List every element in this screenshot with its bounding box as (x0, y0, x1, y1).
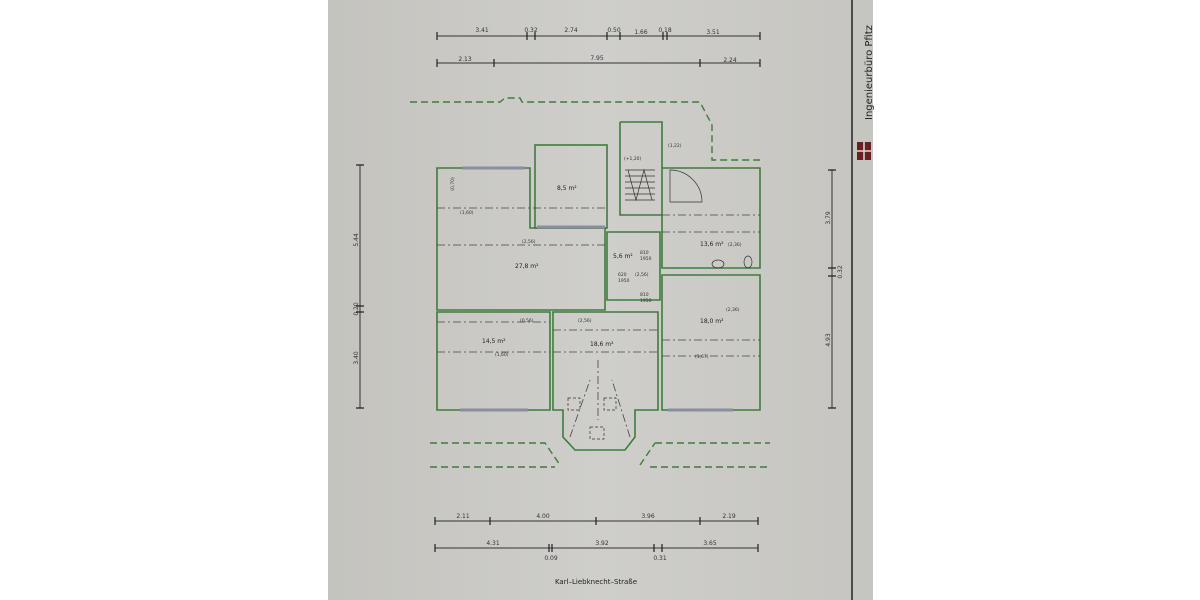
svg-text:3.40: 3.40 (353, 351, 360, 365)
svg-text:3.96: 3.96 (641, 513, 655, 520)
svg-text:(1,67): (1,67) (695, 354, 709, 360)
svg-text:0.09: 0.09 (544, 555, 558, 562)
svg-text:(1,22): (1,22) (668, 143, 682, 149)
room-area-storage: 8,5 m² (557, 185, 577, 192)
height-label-c: (0,70) (450, 177, 456, 191)
svg-text:3.92: 3.92 (595, 540, 609, 547)
room-area-left: 14,5 m² (482, 338, 506, 345)
svg-text:1.66: 1.66 (634, 29, 648, 36)
svg-text:1950: 1950 (640, 256, 652, 262)
plan-paper (328, 0, 873, 600)
svg-text:3.41: 3.41 (475, 27, 489, 34)
shower (669, 169, 703, 203)
svg-text:(1,60): (1,60) (460, 210, 474, 216)
street-name: Karl–Liebknecht–Straße (555, 578, 637, 586)
top-dimension-line-2: 2.13 7.95 2.24 (436, 55, 761, 67)
stairs (625, 168, 655, 202)
svg-text:(2,36): (2,36) (726, 307, 740, 313)
bottom-dimension-line-1: 2.11 4.00 3.96 2.19 (434, 513, 759, 525)
svg-text:2.13: 2.13 (458, 56, 472, 63)
svg-text:5.44: 5.44 (353, 233, 360, 247)
right-dimension-line: 3.79 0.32 4.93 (825, 169, 844, 409)
svg-text:2.11: 2.11 (456, 513, 470, 520)
svg-text:3.79: 3.79 (825, 211, 832, 225)
room-area-living: 27,8 m² (515, 263, 539, 270)
svg-text:2.24: 2.24 (723, 57, 737, 64)
svg-text:0.20: 0.20 (353, 302, 360, 316)
room-area-bath: 13,6 m² (700, 241, 724, 248)
svg-text:(1,60): (1,60) (495, 352, 509, 358)
company-logo (857, 142, 871, 160)
svg-text:(2,56): (2,56) (635, 272, 649, 278)
windows (460, 166, 733, 412)
svg-text:3.51: 3.51 (706, 29, 720, 36)
boundary-dashed-lines (410, 97, 770, 468)
svg-text:620: 620 (618, 272, 627, 278)
svg-text:(+1,20): (+1,20) (624, 156, 642, 162)
svg-text:(2,36): (2,36) (728, 242, 742, 248)
walls (436, 121, 761, 451)
svg-text:(2,56): (2,56) (578, 318, 592, 324)
room-area-hall: 5,6 m² (613, 253, 633, 260)
svg-text:810: 810 (640, 250, 649, 256)
svg-text:2.19: 2.19 (722, 513, 736, 520)
svg-text:0.32: 0.32 (837, 265, 844, 279)
svg-text:(0,56): (0,56) (520, 318, 534, 324)
interior-lines (437, 168, 760, 440)
sink (711, 259, 725, 269)
toilet (743, 255, 753, 269)
svg-text:3.65: 3.65 (703, 540, 717, 547)
company-name: Ingenieurbüro Pfitz (864, 25, 875, 120)
svg-text:(2,56): (2,56) (522, 239, 536, 245)
top-dimension-line-1: 3.41 0.32 2.74 0.50 1.66 0.18 3.51 (436, 27, 761, 40)
svg-text:0.50: 0.50 (607, 27, 621, 34)
svg-text:2.74: 2.74 (564, 27, 578, 34)
svg-text:1950: 1950 (640, 298, 652, 304)
bottom-dimension-line-2: 4.31 3.92 3.65 0.09 0.31 (434, 540, 759, 562)
svg-text:4.31: 4.31 (486, 540, 500, 547)
svg-text:810: 810 (640, 292, 649, 298)
room-area-bedroom-right: 18,0 m² (700, 318, 724, 325)
svg-text:4.93: 4.93 (825, 333, 832, 347)
svg-text:7.95: 7.95 (590, 55, 604, 62)
svg-text:1950: 1950 (618, 278, 630, 284)
left-dimension-line: 5.44 0.20 3.40 (353, 164, 364, 409)
svg-text:0.18: 0.18 (658, 27, 672, 34)
svg-text:0.32: 0.32 (524, 27, 538, 34)
svg-text:0.31: 0.31 (653, 555, 667, 562)
room-area-bay: 18,6 m² (590, 341, 614, 348)
svg-text:4.00: 4.00 (536, 513, 550, 520)
